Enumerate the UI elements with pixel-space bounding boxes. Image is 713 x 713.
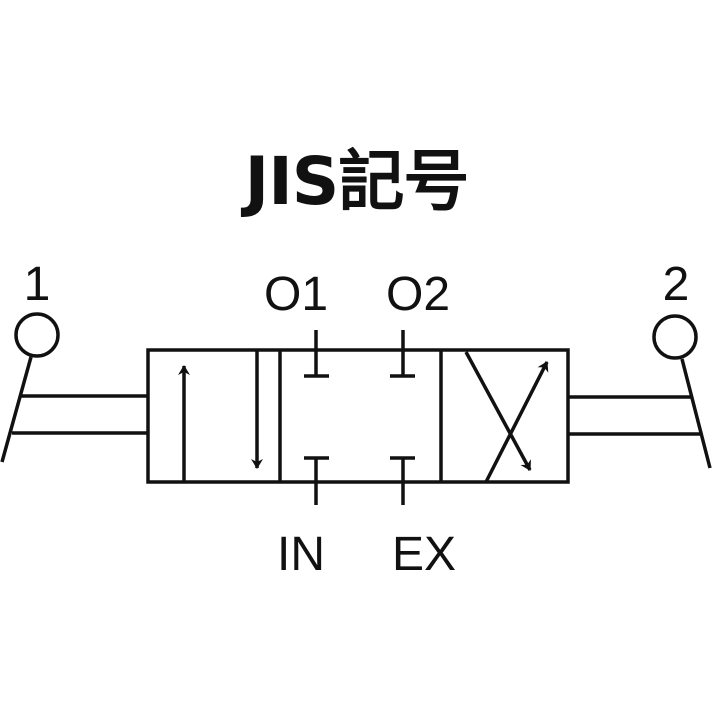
port-label-o1: O1 bbox=[264, 268, 328, 321]
port-label-1: 1 bbox=[24, 258, 51, 311]
crossed-flow-arrows bbox=[464, 351, 549, 483]
port-label-2: 2 bbox=[663, 258, 690, 311]
right-actuator bbox=[568, 314, 712, 469]
blocked-ports bbox=[304, 330, 415, 505]
port-label-in: IN bbox=[277, 528, 325, 581]
parallel-flow-arrows bbox=[178, 350, 263, 482]
port-label-ex: EX bbox=[392, 528, 456, 581]
diagram-title: JIS記号 bbox=[244, 143, 470, 220]
actuator-knob-right bbox=[652, 314, 698, 360]
port-label-o2: O2 bbox=[386, 268, 450, 321]
left-actuator bbox=[0, 312, 148, 463]
actuator-knob-left bbox=[14, 312, 60, 358]
valve-body bbox=[146, 348, 570, 484]
